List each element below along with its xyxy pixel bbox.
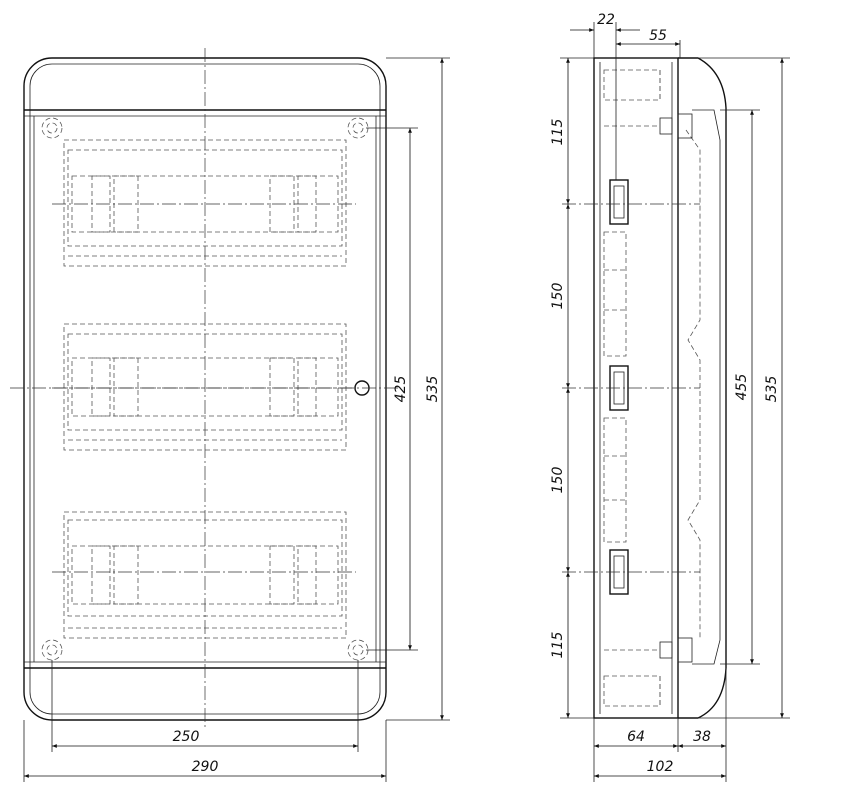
front-dimensions: 425 535 250 290 [23,57,450,782]
front-view [10,48,398,730]
dim-side-depth-top-b: 55 [649,28,667,44]
screw-hole-bottom-left [41,639,63,661]
screw-hole-bottom-right [347,639,369,661]
dim-front-height-mount: 425 [393,376,409,403]
dim-front-height-overall: 535 [425,376,441,403]
side-dimensions: 115 150 150 115 455 535 22 55 64 38 [550,12,790,782]
dim-front-width-overall: 290 [192,759,219,775]
dim-front-width-mount: 250 [173,729,200,745]
dim-side-pitch-mid-1: 150 [550,283,566,310]
dim-side-height-door: 455 [734,374,750,401]
side-door-outline [678,57,727,719]
dim-side-depth-body: 64 [627,729,645,745]
dim-side-depth-overall: 102 [647,759,674,775]
side-screw-top [604,113,693,139]
screw-hole-top-right [347,117,369,139]
side-door-inner [692,109,721,665]
side-screw-bottom [604,637,693,663]
side-hidden-details [603,69,661,707]
side-view [562,57,727,719]
side-door-hidden-profile [685,129,701,640]
din-row-3 [63,511,347,639]
dim-side-depth-top-a: 22 [597,12,615,28]
dim-side-pitch-mid-2: 150 [550,467,566,494]
dim-side-depth-door: 38 [693,729,711,745]
dim-side-pitch-bottom: 115 [550,632,566,659]
dim-side-pitch-top: 115 [550,119,566,146]
dim-side-height-overall: 535 [764,376,780,403]
side-din-clip-1 [609,179,629,225]
screw-hole-top-left [41,117,63,139]
